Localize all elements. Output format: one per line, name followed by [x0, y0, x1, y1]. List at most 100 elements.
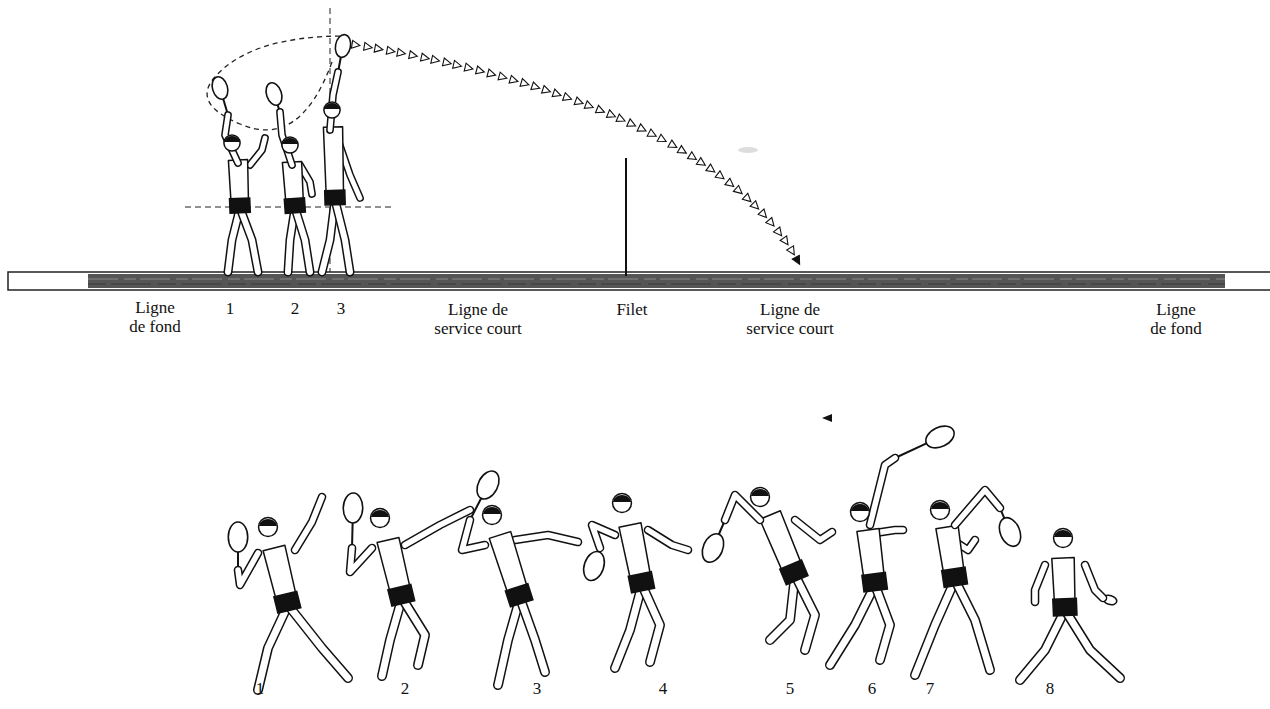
shuttle-marker	[574, 97, 583, 105]
court-bar	[8, 272, 1270, 290]
shuttle-trajectory	[351, 40, 799, 264]
figure-part	[1020, 610, 1065, 680]
figure-part	[402, 598, 425, 665]
position-number: 2	[285, 299, 305, 318]
hair	[259, 519, 277, 526]
racket-head	[473, 467, 504, 502]
figure-part	[288, 605, 348, 678]
hair	[371, 510, 389, 517]
figure-part	[1085, 565, 1103, 598]
shuttle-marker	[725, 178, 734, 186]
figure-part	[592, 525, 615, 548]
figure-part	[830, 585, 875, 665]
shuttle-marker	[542, 86, 551, 94]
figure-part	[382, 598, 402, 676]
racket-head	[343, 493, 363, 523]
shuttle-marker	[509, 75, 518, 83]
figure-part	[405, 510, 470, 545]
phase-number: 7	[920, 679, 940, 698]
shuttle-marker	[487, 69, 496, 77]
shuttle-marker	[443, 58, 452, 66]
racket-head	[995, 514, 1024, 549]
shuttle-marker	[520, 79, 529, 87]
figure-part	[1035, 565, 1045, 602]
head	[224, 135, 240, 151]
head	[931, 501, 950, 520]
figure-part	[592, 525, 615, 548]
phase-number: 3	[527, 679, 547, 698]
figure-part	[258, 605, 288, 690]
shuttle-marker	[742, 193, 751, 201]
phase-number: 8	[1040, 679, 1060, 698]
shuttle-marker	[696, 158, 705, 166]
phase-number: 5	[780, 679, 800, 698]
figure-part	[402, 598, 425, 665]
position-number: 3	[331, 299, 351, 318]
figure-part	[1085, 565, 1103, 598]
shuttle-marker	[750, 201, 759, 209]
shuttle-marker	[409, 51, 418, 59]
player-figure	[698, 488, 832, 650]
figure-part	[648, 530, 688, 550]
shuttle-marker	[453, 60, 462, 68]
phase-number: 2	[395, 679, 415, 698]
net	[625, 158, 627, 276]
figure-part	[795, 520, 832, 540]
court-line-label: Ligne de fond	[127, 298, 183, 336]
player-figure	[343, 493, 470, 676]
hair	[751, 489, 769, 496]
smudge	[738, 147, 758, 153]
figure-part	[648, 530, 688, 550]
figure-part	[330, 72, 338, 130]
figure-part	[875, 585, 890, 660]
player-figure	[1020, 529, 1120, 680]
head	[282, 137, 298, 153]
head	[851, 503, 870, 522]
figure-part	[250, 138, 265, 165]
shuttle-marker	[563, 93, 572, 101]
figure-part	[642, 585, 660, 662]
figure-part	[335, 200, 350, 272]
figure-part	[295, 497, 322, 550]
shuttle-marker	[531, 82, 540, 90]
player-sequence	[228, 422, 1120, 690]
figure-part	[322, 200, 335, 272]
figure-part	[515, 535, 578, 542]
figure-part	[228, 208, 240, 272]
player-figure	[580, 494, 688, 668]
figure-part	[462, 520, 485, 550]
head	[371, 509, 390, 528]
figure-part	[462, 520, 485, 550]
racket-handle	[895, 443, 926, 458]
shuttle-marker	[397, 48, 406, 56]
figure-part	[1035, 565, 1045, 602]
court-line-label: Ligne de service court	[425, 300, 531, 338]
shuttle-marker	[464, 63, 473, 71]
racket-head	[228, 522, 247, 552]
shuttle-marker	[706, 164, 715, 172]
player-figure	[228, 497, 348, 690]
shuttle-marker	[596, 105, 605, 112]
shuttle-marker	[607, 110, 616, 117]
racket-head	[210, 75, 231, 101]
phase-number: 4	[653, 679, 673, 698]
shorts	[780, 560, 808, 585]
shuttle-marker	[668, 140, 677, 147]
figure-part	[615, 585, 642, 668]
hair	[613, 495, 631, 502]
shorts	[628, 572, 654, 593]
hair	[931, 502, 949, 509]
shuttle-marker	[677, 146, 686, 154]
figure-part	[322, 200, 335, 272]
figure-part	[915, 580, 955, 675]
figure-part	[240, 208, 258, 272]
shuttle-marker	[421, 53, 430, 61]
figure-part	[520, 598, 545, 672]
player-figure	[462, 467, 578, 685]
shuttle-marker	[627, 119, 636, 126]
torso	[323, 127, 343, 201]
figure-part	[382, 598, 402, 676]
head	[259, 518, 278, 537]
shuttle-marker	[657, 134, 666, 141]
hair	[324, 103, 340, 109]
